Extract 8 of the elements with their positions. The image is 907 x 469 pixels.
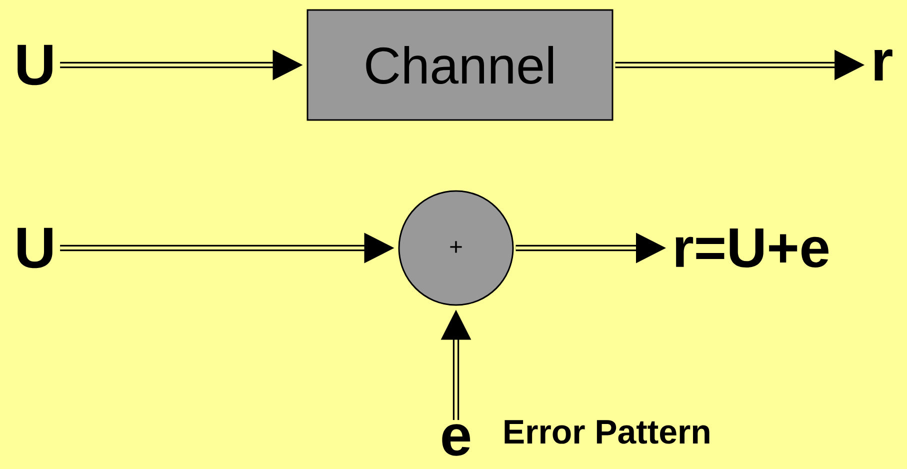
output-label: r=U+e xyxy=(676,228,828,268)
signal-label: U xyxy=(18,228,52,268)
signal-label: e xyxy=(442,424,470,456)
note: Error Pattern xyxy=(504,420,710,444)
signal-label: r xyxy=(874,49,892,81)
channel-box: Channel xyxy=(306,9,614,121)
signal-label: U xyxy=(18,44,52,86)
summing-junction: + xyxy=(398,190,514,306)
